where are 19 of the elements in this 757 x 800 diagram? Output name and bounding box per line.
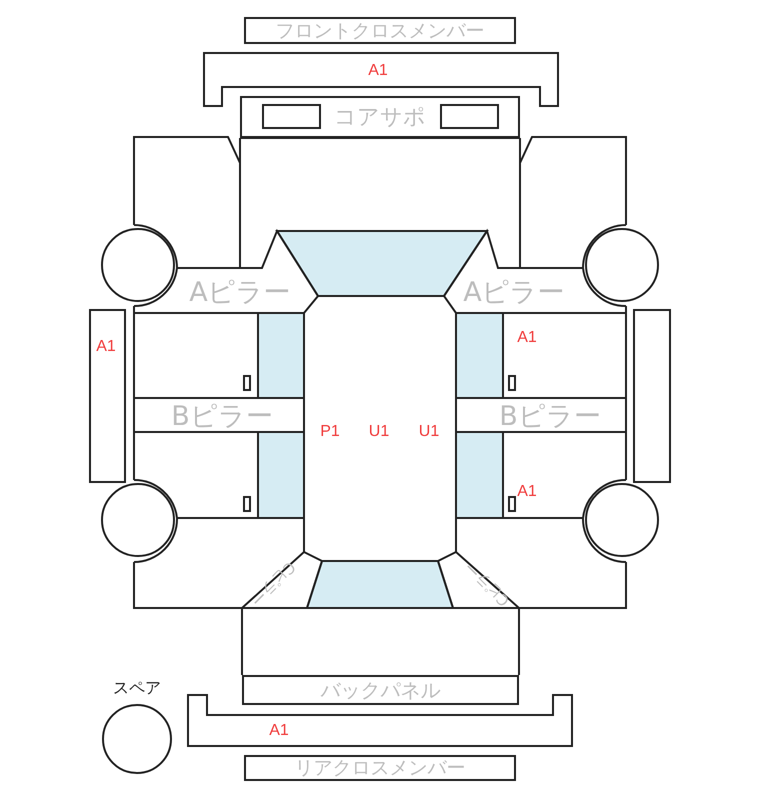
spare-label: スペア: [112, 678, 162, 698]
damage-code: A1: [517, 483, 537, 501]
pillar-label: Cピラー: [246, 557, 300, 611]
damage-code: U1: [368, 423, 390, 441]
part-box: リアクロスメンバー: [244, 755, 516, 781]
pillar-label: Cピラー: [460, 557, 514, 611]
pillar-label: Bピラー: [160, 399, 284, 432]
part-box: バックパネル: [242, 675, 519, 705]
damage-code: A1: [96, 338, 116, 356]
damage-code: A1: [517, 329, 537, 347]
damage-code: A1: [269, 722, 289, 740]
part-box: フロントクロスメンバー: [244, 17, 516, 44]
damage-code: P1: [320, 423, 340, 441]
pillar-label: Aピラー: [178, 274, 302, 310]
pillar-label: Bピラー: [488, 399, 612, 432]
pillar-label: Aピラー: [452, 274, 576, 310]
part-box: コアサポ: [240, 96, 520, 138]
damage-code: U1: [418, 423, 440, 441]
damage-code: A1: [368, 62, 388, 80]
